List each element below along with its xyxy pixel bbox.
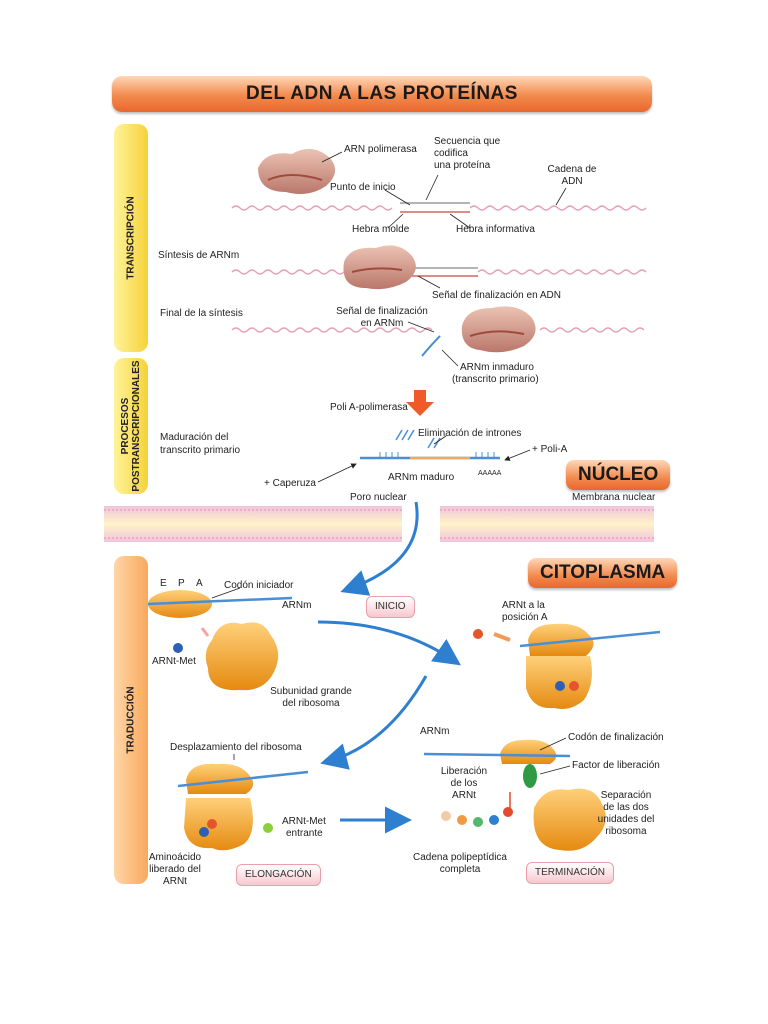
initiation-tag: INICIO: [366, 596, 415, 618]
label-displacement: Desplazamiento del ribosoma: [170, 742, 302, 753]
label-nuclear-pore: Poro nuclear: [350, 492, 407, 503]
section-transcription: TRANSCRIPCIÓN: [114, 124, 148, 352]
label-incoming-1: ARNt-Met: [282, 816, 326, 827]
label-template-strand: Hebra molde: [352, 224, 410, 235]
section-translation-label: TRADUCCIÓN: [125, 686, 137, 754]
label-aaaaa: AAAAA: [478, 470, 502, 477]
label-cap: + Caperuza: [264, 478, 316, 489]
label-immature-1: ARNm inmaduro: [460, 362, 534, 373]
label-end-signal-dna: Señal de finalización en ADN: [432, 290, 561, 301]
section-post: PROCESOS POSTRANSCRIPCIONALES: [114, 358, 148, 494]
label-rna-polymerase: ARN polimerasa: [344, 144, 417, 155]
label-release-3: ARNt: [452, 790, 476, 801]
termination-tag: TERMINACIÓN: [526, 862, 614, 884]
ribosome-a-position: [473, 623, 661, 709]
ribosome-elongation: [177, 763, 309, 851]
dna-strand-1: [231, 202, 647, 213]
maturation-arrow: [406, 390, 434, 416]
label-trna-met: ARNt-Met: [152, 656, 196, 667]
label-sep-4: ribosoma: [605, 826, 647, 837]
rna-polymerase-3: [461, 306, 536, 353]
label-sep-2: de las dos: [603, 802, 649, 813]
label-incoming-2: entrante: [286, 828, 323, 839]
nuclear-membrane: [104, 506, 654, 542]
label-aa-1: Aminoácido: [148, 852, 202, 863]
export-arrow: [340, 501, 419, 596]
dna-strand-2: [231, 267, 647, 277]
ribosome-termination: [423, 739, 606, 851]
section-post-line1: PROCESOS: [120, 397, 131, 455]
label-aa-3: ARNt: [163, 876, 187, 887]
label-chain-2: completa: [439, 864, 481, 875]
label-intron-removal: Eliminación de intrones: [418, 428, 522, 439]
section-translation: TRADUCCIÓN: [114, 556, 148, 884]
dna-strand-3: [231, 327, 645, 357]
label-mrna-initiation: ARNm: [282, 600, 312, 611]
label-large-1: Subunidad grande: [270, 686, 352, 697]
label-dna-1: Cadena de: [547, 164, 597, 175]
label-mrna-term-main: ARNm: [420, 726, 450, 737]
page-title: DEL ADN A LAS PROTEÍNAS: [246, 83, 518, 104]
label-nuclear-membrane: Membrana nuclear: [572, 492, 656, 503]
label-release-factor: Factor de liberación: [572, 760, 660, 771]
label-dna-2: ADN: [561, 176, 583, 187]
label-release-2: de los: [450, 778, 478, 789]
label-end-signal-mrna-1: Señal de finalización: [336, 306, 428, 317]
label-chain-1: Cadena polipeptídica: [413, 852, 507, 863]
rna-polymerase-1: [258, 148, 336, 194]
label-seq-2: codifica: [434, 148, 468, 159]
rna-polymerase-2: [343, 245, 416, 290]
mature-mrna: [360, 429, 500, 460]
label-poly-a: + Poli-A: [532, 444, 568, 455]
label-trna-a-2: posición A: [502, 612, 548, 623]
label-polya-polymerase: Poli A-polimerasa: [330, 402, 408, 413]
label-aa-2: liberado del: [149, 864, 201, 875]
label-release-1: Liberación: [440, 766, 488, 777]
small-subunit-initiation: [147, 590, 293, 653]
label-immature-2: (transcrito primario): [452, 374, 539, 385]
label-sep-3: unidades del: [597, 814, 655, 825]
label-mature: ARNm maduro: [388, 472, 455, 483]
label-site-p: P: [178, 578, 185, 589]
label-site-e: E: [160, 578, 167, 589]
label-start-point: Punto de inicio: [330, 182, 396, 193]
section-transcription-label: TRANSCRIPCIÓN: [125, 196, 137, 280]
label-maturation-2: transcrito primario: [160, 445, 241, 456]
label-trna-a-1: ARNt a la: [502, 600, 545, 611]
label-end-synthesis: Final de la síntesis: [160, 308, 243, 319]
section-post-line2: POSTRANSCRIPCIONALES: [131, 360, 142, 492]
label-mrna-termination: ARNm: [420, 726, 449, 737]
label-start-codon: Codón iniciador: [224, 580, 294, 591]
flow-arrow-2: [320, 675, 428, 770]
label-info-strand: Hebra informativa: [456, 224, 535, 235]
label-synthesis: Síntesis de ARNm: [158, 250, 240, 261]
cytoplasm-tag: CITOPLASMA: [528, 558, 678, 588]
elongation-tag: ELONGACIÓN: [236, 864, 321, 886]
label-seq-1: Secuencia que: [434, 136, 501, 147]
section-post-label: PROCESOS POSTRANSCRIPCIONALES: [120, 360, 142, 491]
label-sep-1: Separación: [600, 790, 652, 801]
flow-arrow-1: [317, 620, 461, 666]
label-end-signal-mrna-2: en ARNm: [360, 318, 404, 329]
nucleus-tag: NÚCLEO: [566, 460, 671, 490]
label-seq-3: una proteína: [434, 160, 491, 171]
large-subunit: [205, 622, 279, 691]
label-large-2: del ribosoma: [282, 698, 340, 709]
title-banner: DEL ADN A LAS PROTEÍNAS: [112, 76, 652, 112]
label-site-a: A: [196, 578, 203, 589]
label-stop-codon: Codón de finalización: [568, 732, 664, 743]
label-maturation-1: Maduración del: [160, 432, 229, 443]
